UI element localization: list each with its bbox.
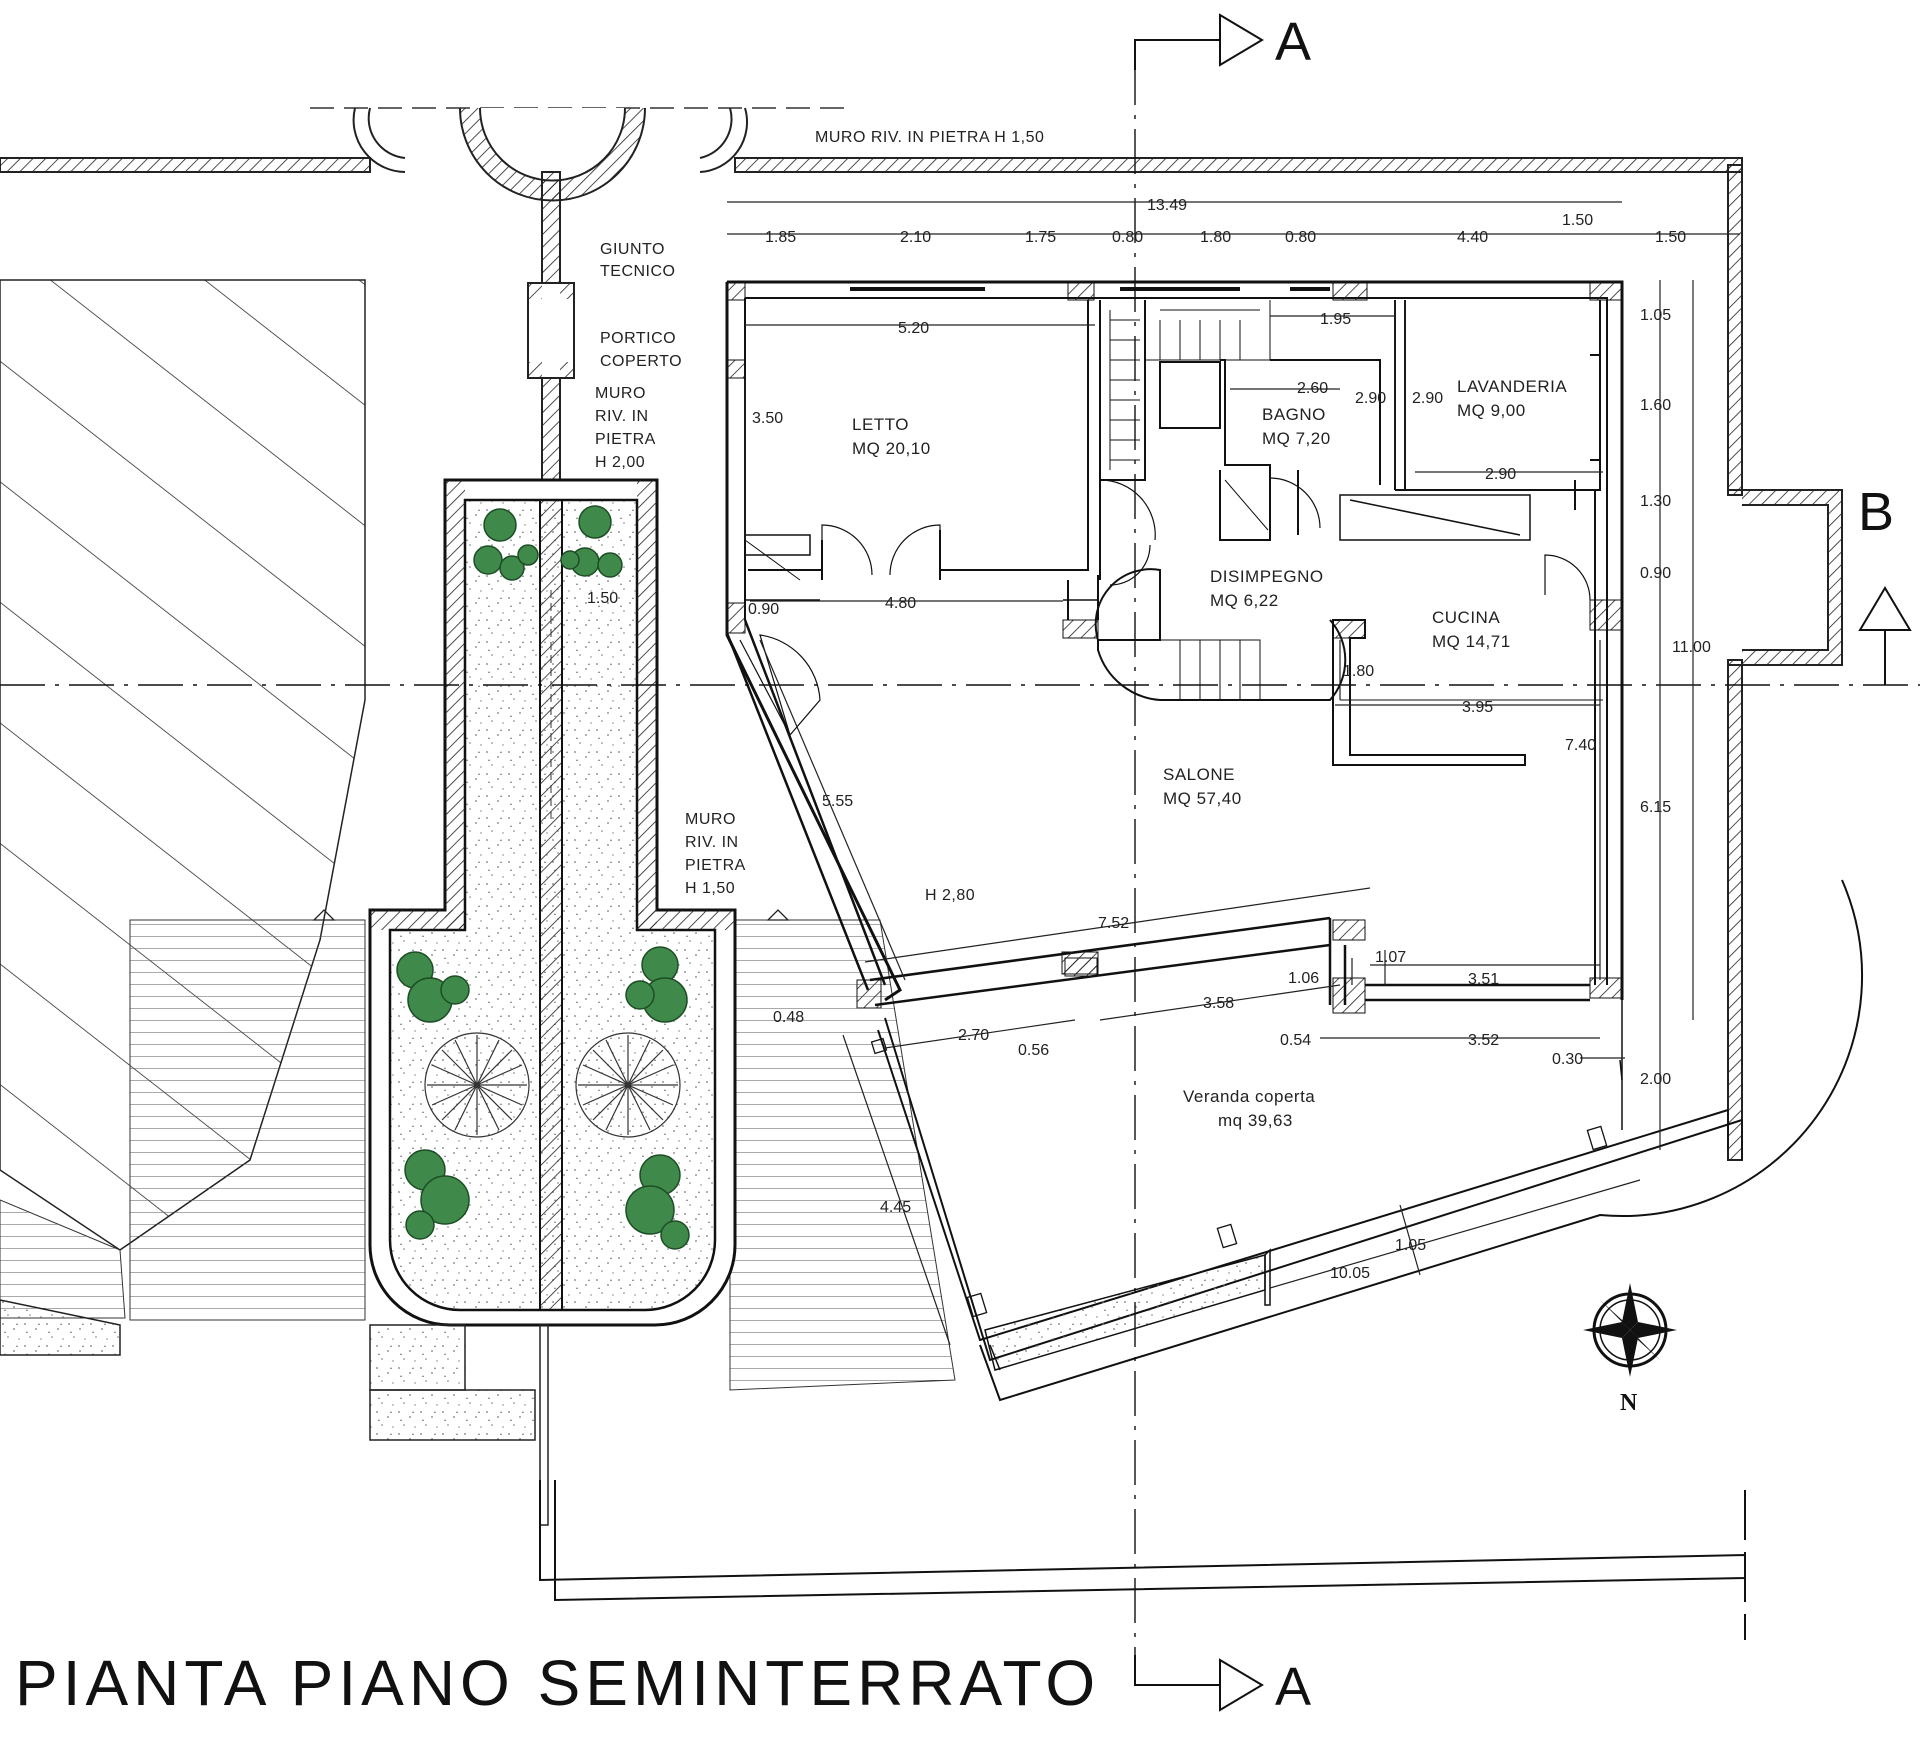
dim-106: 1.06 — [1288, 970, 1319, 987]
dim-planter-150: 1.50 — [587, 590, 618, 607]
note-portico-2: COPERTO — [600, 353, 682, 370]
note-muro-left-1: MURO — [595, 385, 646, 402]
left-sloped-terrain — [0, 279, 956, 1391]
note-height: H 2,80 — [925, 887, 975, 904]
room-veranda-area: mq 39,63 — [1218, 1111, 1293, 1130]
dim-270: 2.70 — [958, 1027, 989, 1044]
dim-048: 0.48 — [773, 1009, 804, 1026]
section-b: B — [1858, 482, 1894, 542]
dim-lav-w: 2.90 — [1485, 466, 1516, 483]
dim-chain-5: 1.80 — [1200, 229, 1231, 246]
dim-letto-bottom: 4.80 — [885, 595, 916, 612]
dim-chain-7: 4.40 — [1457, 229, 1488, 246]
room-veranda-name: Veranda coperta — [1183, 1087, 1315, 1106]
dim-chain-9: 1.50 — [1655, 229, 1686, 246]
note-giunto-1: GIUNTO — [600, 241, 665, 258]
dim-351: 3.51 — [1468, 971, 1499, 988]
dim-cucina-180: 1.80 — [1343, 663, 1374, 680]
note-muro-center-4: H 1,50 — [685, 880, 735, 897]
dim-right-2: 1.60 — [1640, 397, 1671, 414]
dim-letto-w: 5.20 — [898, 320, 929, 337]
dim-chain-6: 0.80 — [1285, 229, 1316, 246]
dim-056: 0.56 — [1018, 1042, 1049, 1059]
dim-cucina-740: 7.40 — [1565, 737, 1596, 754]
room-disimpegno-area: MQ 6,22 — [1210, 591, 1279, 610]
room-letto-name: LETTO — [852, 415, 909, 434]
note-muro-center-3: PIETRA — [685, 857, 746, 874]
drawing-title: PIANTA PIANO SEMINTERRATO — [15, 1647, 1100, 1719]
dim-chain-4: 0.80 — [1112, 229, 1143, 246]
dim-358: 3.58 — [1203, 995, 1234, 1012]
north-label: N — [1620, 1390, 1638, 1416]
room-bagno-area: MQ 7,20 — [1262, 429, 1331, 448]
dim-lav-h: 2.90 — [1412, 390, 1443, 407]
section-a-top: A — [1275, 12, 1311, 72]
dim-chain-3: 1.75 — [1025, 229, 1056, 246]
note-muro-left-2: RIV. IN — [595, 408, 649, 425]
vegetation — [396, 505, 690, 1250]
dim-105: 1.05 — [1395, 1237, 1426, 1254]
dim-090: 0.90 — [748, 601, 779, 618]
section-a-bottom: A — [1275, 1657, 1311, 1717]
dim-445: 4.45 — [880, 1199, 911, 1216]
dim-352: 3.52 — [1468, 1032, 1499, 1049]
room-cucina-area: MQ 14,71 — [1432, 632, 1511, 651]
dim-054: 0.54 — [1280, 1032, 1311, 1049]
dim-right-1: 1.05 — [1640, 307, 1671, 324]
note-muro-top: MURO RIV. IN PIETRA H 1,50 — [815, 129, 1044, 146]
dim-bagno-h: 2.90 — [1355, 390, 1386, 407]
note-portico-1: PORTICO — [600, 330, 676, 347]
dim-total-top: 13.49 — [1147, 197, 1187, 214]
top-retaining-wall — [0, 107, 1843, 1161]
veranda-terrace — [539, 879, 1864, 1640]
room-cucina-name: CUCINA — [1432, 608, 1500, 627]
note-muro-center-2: RIV. IN — [685, 834, 739, 851]
room-bagno-name: BAGNO — [1262, 405, 1326, 424]
room-disimpegno-name: DISIMPEGNO — [1210, 567, 1324, 586]
room-salone-area: MQ 57,40 — [1163, 789, 1242, 808]
dim-right-total: 11.00 — [1672, 639, 1711, 656]
labels: MURO RIV. IN PIETRA H 1,50 GIUNTO TECNIC… — [15, 12, 1894, 1719]
dim-chain-8: 1.50 — [1562, 212, 1593, 229]
note-muro-left-3: PIETRA — [595, 431, 656, 448]
note-giunto-2: TECNICO — [600, 263, 676, 280]
dim-right-6: 2.00 — [1640, 1071, 1671, 1088]
dim-right-5: 6.15 — [1640, 799, 1671, 816]
planter — [368, 478, 737, 1526]
dim-stair-195: 1.95 — [1320, 311, 1351, 328]
dim-107: 1.07 — [1375, 949, 1406, 966]
note-muro-left-4: H 2,00 — [595, 454, 645, 471]
dim-cucina-395: 3.95 — [1462, 699, 1493, 716]
room-lavanderia-area: MQ 9,00 — [1457, 401, 1526, 420]
north-arrow-icon — [1583, 1283, 1677, 1377]
dim-right-4: 0.90 — [1640, 565, 1671, 582]
dim-030: 0.30 — [1552, 1051, 1583, 1068]
dim-chain-2: 2.10 — [900, 229, 931, 246]
dim-1005: 10.05 — [1330, 1265, 1370, 1282]
dim-salone-555: 5.55 — [822, 793, 853, 810]
dim-letto-h: 3.50 — [752, 410, 783, 427]
note-muro-center-1: MURO — [685, 811, 736, 828]
room-salone-name: SALONE — [1163, 765, 1235, 784]
dimension-lines — [727, 201, 1740, 1346]
room-letto-area: MQ 20,10 — [852, 439, 931, 458]
dim-bagno-w: 2.60 — [1297, 380, 1328, 397]
dim-right-3: 1.30 — [1640, 493, 1671, 510]
room-lavanderia-name: LAVANDERIA — [1457, 377, 1567, 396]
dim-chain-1: 1.85 — [765, 229, 796, 246]
dim-veranda-752: 7.52 — [1098, 915, 1129, 932]
